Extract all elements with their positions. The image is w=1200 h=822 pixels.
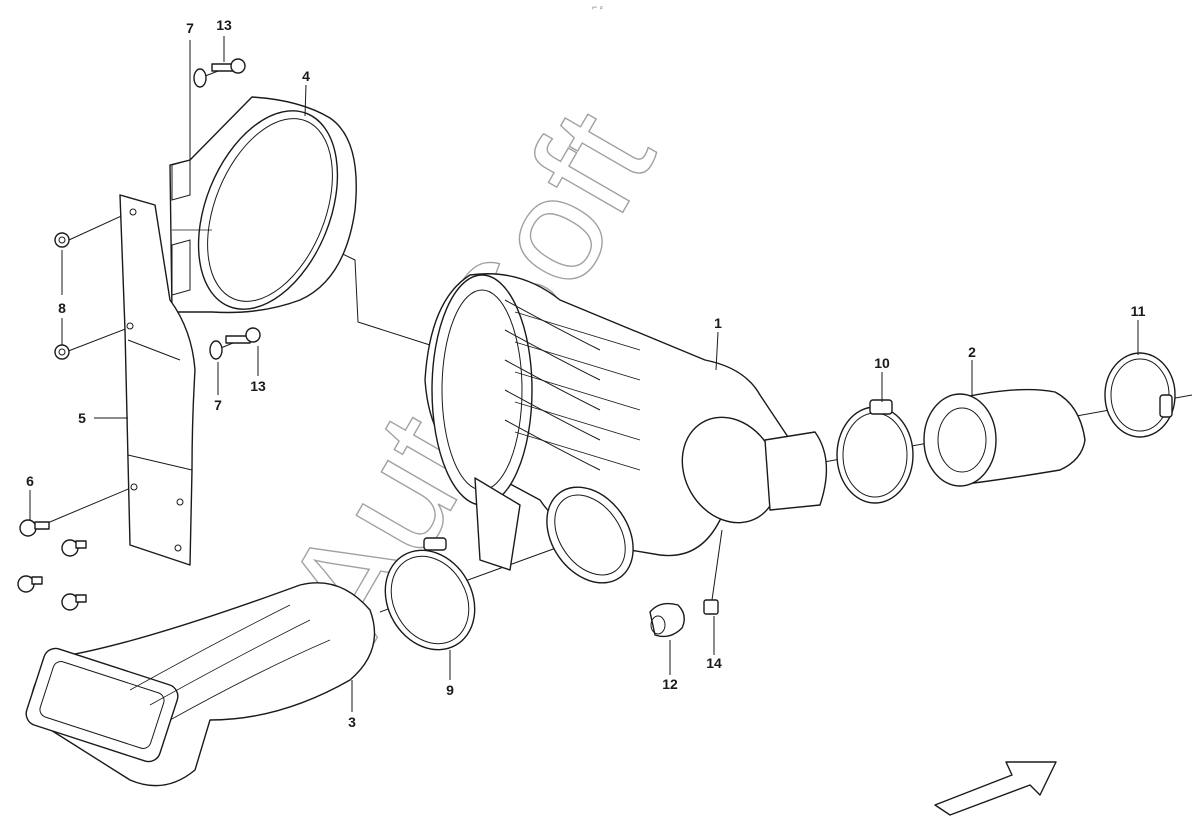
mounting-strap: [169, 96, 357, 314]
intake-duct: [25, 582, 376, 787]
callout-12: 12: [662, 676, 678, 692]
hose-clamp-11: [1104, 352, 1176, 438]
top-mark: ⌐ ⸗: [592, 2, 603, 12]
intake-hose: [923, 388, 1086, 487]
callout-9: 9: [446, 682, 454, 698]
callout-13: 13: [216, 17, 232, 33]
callout-3: 3: [348, 714, 356, 730]
hose-clamp-9: [384, 537, 476, 651]
callout-7-lower: 7: [214, 397, 222, 413]
callout-11: 11: [1131, 303, 1146, 319]
hardware: [17, 58, 723, 638]
callout-6: 6: [26, 473, 34, 489]
callout-4: 4: [302, 68, 310, 84]
callout-14: 14: [706, 655, 722, 671]
bracket: [119, 194, 196, 566]
callout-5: 5: [78, 410, 86, 426]
direction-arrow: [934, 761, 1057, 816]
callout-7: 7: [186, 20, 194, 36]
callout-13-lower: 13: [250, 378, 266, 394]
hose-clamp-10: [836, 399, 914, 504]
callouts: 1 2 3 4 5 6 7 8 9 10 11 12 13 14 7 13: [26, 17, 1146, 730]
callout-leaders: [29, 36, 1139, 712]
callout-10: 10: [874, 355, 890, 371]
callout-2: 2: [968, 344, 976, 360]
callout-1: 1: [714, 315, 722, 331]
air-filter-housing: [424, 273, 828, 584]
callout-8: 8: [58, 300, 66, 316]
